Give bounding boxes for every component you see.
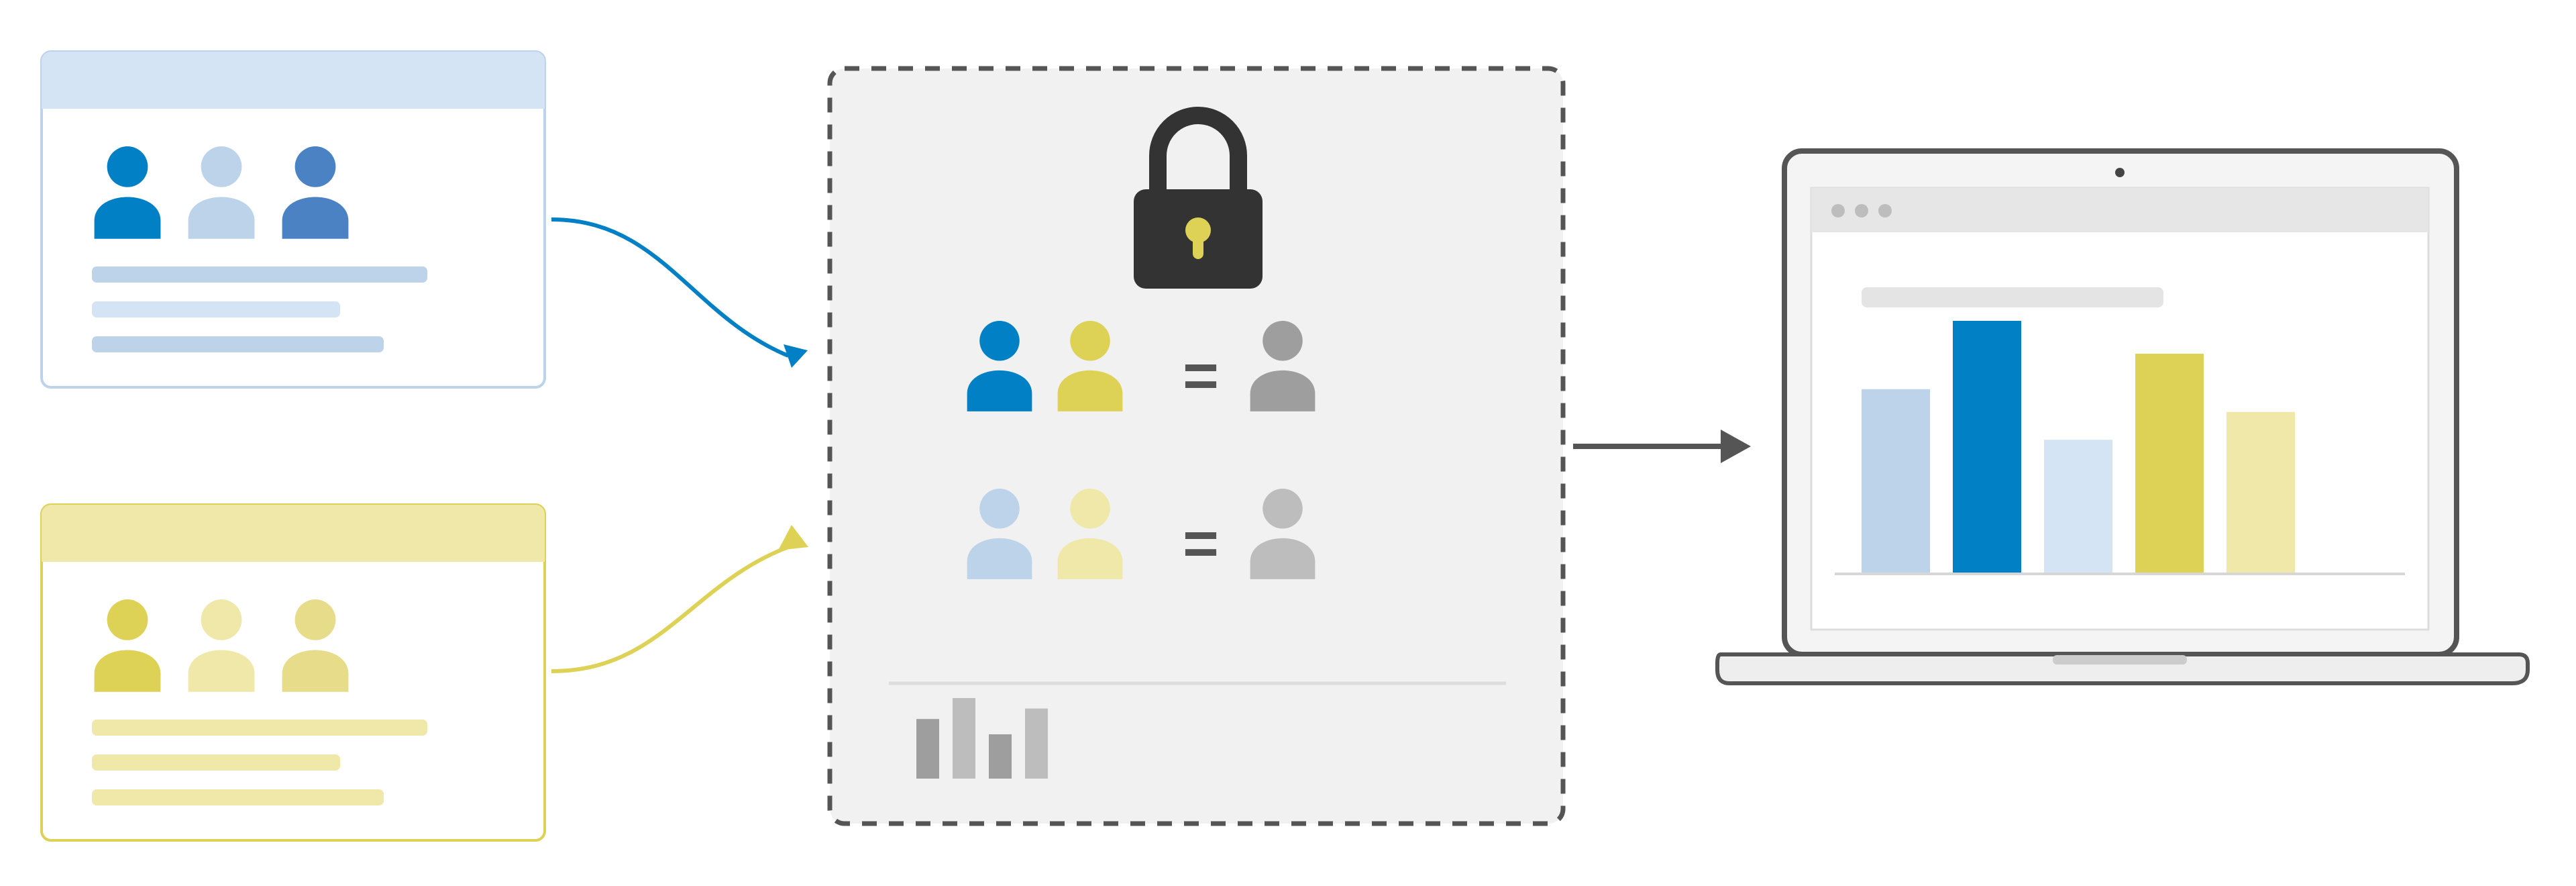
- match-rows: ==: [967, 321, 1316, 579]
- person-icon: [1250, 489, 1316, 579]
- mini-bar: [953, 698, 975, 779]
- window-dot-icon: [1831, 204, 1845, 217]
- mini-bar: [989, 734, 1012, 779]
- text-line-placeholder: [92, 754, 340, 771]
- yellow-text-lines: [92, 720, 427, 805]
- chart-title-placeholder: [1862, 287, 2163, 307]
- person-icon: [94, 146, 161, 239]
- chart-bar: [1953, 321, 2021, 574]
- browser-titlebar: [1811, 188, 2428, 232]
- window-dot-icon: [1878, 204, 1892, 217]
- laptop-camera: [2115, 168, 2125, 177]
- equals-sign: =: [1183, 342, 1219, 410]
- yellow-connector-arrow: [551, 525, 808, 673]
- person-icon: [188, 599, 255, 692]
- output-arrow: [1573, 430, 1751, 463]
- yellow-source-window: [40, 503, 546, 842]
- person-icon: [1250, 321, 1316, 411]
- laptop-base: [1715, 652, 2530, 685]
- chart-bar: [2135, 354, 2204, 574]
- blue-text-lines: [92, 266, 427, 352]
- text-line-placeholder: [92, 266, 427, 283]
- person-icon: [94, 599, 161, 692]
- text-line-placeholder: [92, 336, 384, 352]
- blue-source-window: [40, 50, 546, 389]
- window-dot-icon: [1855, 204, 1868, 217]
- person-icon: [967, 321, 1032, 411]
- text-line-placeholder: [92, 789, 384, 805]
- yellow-window-titlebar: [42, 505, 545, 562]
- person-icon: [1057, 321, 1123, 411]
- mini-bar: [916, 719, 939, 779]
- chart-bar: [2044, 440, 2112, 574]
- laptop-notch: [2053, 655, 2187, 664]
- laptop-bar-chart: [1862, 321, 2295, 574]
- match-row: =: [967, 489, 1316, 579]
- blue-window-titlebar: [42, 52, 545, 109]
- mini-bar: [1025, 708, 1048, 779]
- blue-connector-arrow: [551, 217, 808, 368]
- person-icon: [282, 599, 349, 692]
- person-icon: [967, 489, 1032, 579]
- chart-bar: [1862, 389, 1930, 574]
- person-icon: [1057, 489, 1123, 579]
- text-line-placeholder: [92, 720, 427, 736]
- padlock-icon: [1134, 107, 1263, 289]
- yellow-people-group: [94, 599, 349, 692]
- secure-room-panel: [827, 66, 1566, 826]
- text-line-placeholder: [92, 301, 340, 317]
- mini-bar-chart: [916, 698, 1048, 779]
- blue-people-group: [94, 146, 349, 239]
- person-icon: [282, 146, 349, 239]
- laptop: [1715, 148, 2530, 685]
- chart-bar: [2226, 411, 2295, 574]
- equals-sign: =: [1183, 509, 1219, 578]
- person-icon: [188, 146, 255, 239]
- match-row: =: [967, 321, 1316, 411]
